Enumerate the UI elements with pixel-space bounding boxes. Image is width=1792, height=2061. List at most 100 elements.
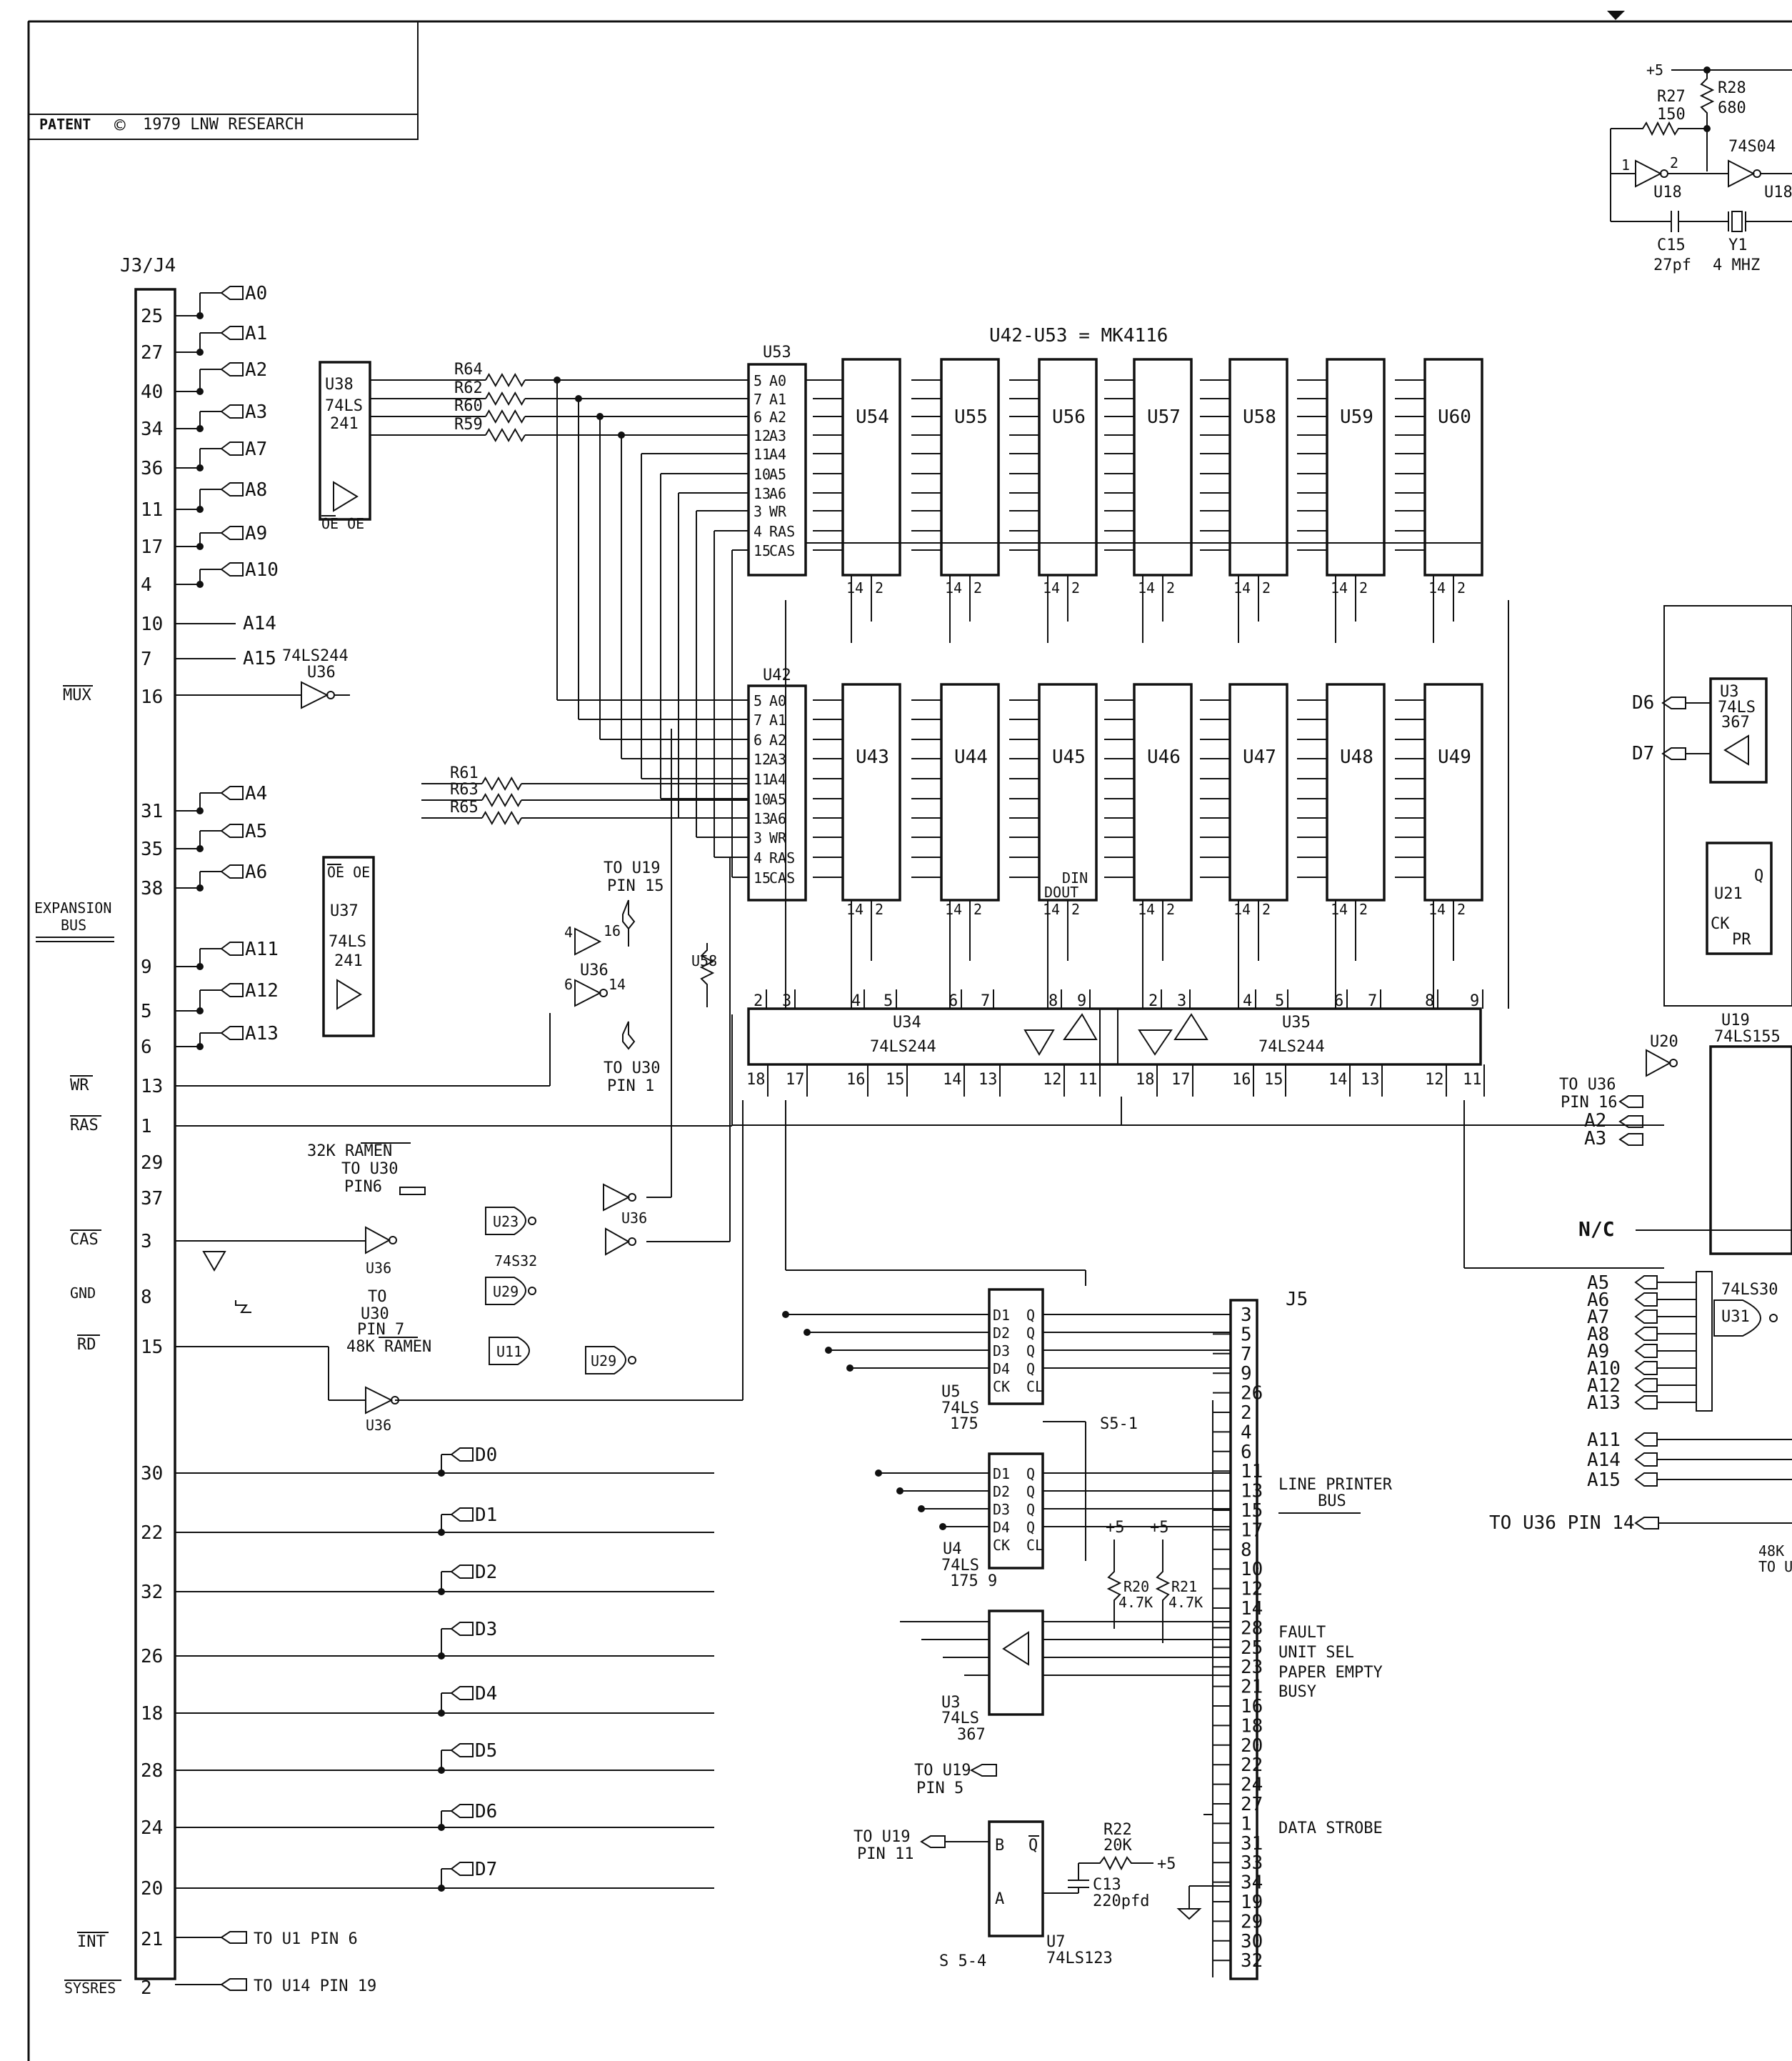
svg-text:PIN 16: PIN 16 (1561, 1094, 1617, 1112)
gnd-label: GND (70, 1284, 96, 1302)
svg-text:A2: A2 (1584, 1110, 1606, 1132)
svg-text:2: 2 (1457, 579, 1466, 597)
j3j4-body (134, 288, 176, 1980)
svg-text:2: 2 (1166, 901, 1175, 918)
svg-text:2: 2 (1071, 901, 1080, 918)
svg-text:3: 3 (1177, 992, 1186, 1010)
svg-text:U23: U23 (493, 1213, 519, 1230)
j5-pin-21: 21 (1241, 1677, 1263, 1698)
addr-flag-A14: A14 (243, 613, 276, 634)
svg-text:14: 14 (846, 901, 864, 918)
svg-text:U43: U43 (856, 747, 889, 768)
svg-text:LINE PRINTER: LINE PRINTER (1278, 1476, 1393, 1494)
resistor-r62: R62 (454, 379, 483, 397)
rd-label: RD (77, 1336, 96, 1354)
connector-j3j4: J3/J4 2527403436111741071631353895613129… (34, 255, 376, 1999)
svg-text:C13: C13 (1093, 1876, 1121, 1894)
j5-pin-8: 8 (1241, 1539, 1252, 1561)
svg-text:U30: U30 (361, 1305, 389, 1323)
svg-text:R20: R20 (1123, 1578, 1149, 1595)
data-flag-D6: D6 (475, 1801, 497, 1822)
svg-text:74LS: 74LS (941, 1399, 979, 1417)
svg-text:A3: A3 (1584, 1128, 1606, 1149)
svg-text:TO U19: TO U19 (604, 859, 660, 877)
svg-text:3: 3 (754, 503, 762, 520)
svg-text:2: 2 (875, 901, 884, 918)
svg-text:74LS244: 74LS244 (282, 647, 349, 665)
j5-pin-3: 3 (1241, 1304, 1252, 1326)
addr-flag-A0: A0 (245, 283, 267, 304)
wr-label: WR (70, 1077, 89, 1094)
buffer-u36-mux: 74LS244 U36 (175, 647, 350, 709)
mux-label: MUX (63, 687, 91, 704)
j5-pin-30: 30 (1241, 1931, 1263, 1952)
u5-d4: D4 (993, 1360, 1010, 1377)
copyright-symbol: © (114, 115, 126, 136)
svg-text:2: 2 (973, 901, 982, 918)
ram-header: U42-U53 = MK4116 (989, 325, 1168, 346)
svg-text:12: 12 (754, 427, 771, 444)
svg-text:74LS: 74LS (329, 933, 366, 951)
svg-text:12: 12 (1043, 1071, 1062, 1089)
j5-pin-6: 6 (1241, 1442, 1252, 1463)
u42-pin-cas: CAS (769, 869, 795, 887)
svg-text:U29: U29 (591, 1352, 616, 1369)
svg-text:6: 6 (754, 409, 762, 426)
u4-d3: D3 (993, 1501, 1010, 1518)
svg-text:TO U36: TO U36 (1559, 1076, 1616, 1094)
svg-text:241: 241 (330, 415, 359, 433)
j5-body (1229, 1299, 1258, 1980)
svg-text:13: 13 (1361, 1071, 1380, 1089)
ram-u58 (1228, 358, 1288, 577)
svg-text:14: 14 (1138, 901, 1155, 918)
u42-pin-a3: A3 (769, 751, 786, 768)
svg-text:D7: D7 (1632, 743, 1654, 764)
svg-text:U42: U42 (763, 667, 791, 684)
data-flag-D1: D1 (475, 1504, 497, 1526)
u53-pin-a6: A6 (769, 485, 786, 502)
svg-text:Q: Q (1026, 1307, 1035, 1324)
addr-flag-A15: A15 (243, 648, 276, 669)
svg-text:U57: U57 (1147, 406, 1181, 428)
svg-text:B: B (995, 1837, 1004, 1855)
svg-text:U59: U59 (1340, 406, 1373, 428)
patent-label: PATENT (39, 116, 91, 133)
addr-flag-A13: A13 (245, 1023, 279, 1044)
svg-text:16: 16 (846, 1071, 866, 1089)
registration-mark-icon (1607, 11, 1625, 20)
svg-text:367: 367 (957, 1726, 986, 1744)
j5-pin-22: 22 (1241, 1755, 1263, 1776)
u42-pin-a0: A0 (769, 692, 786, 709)
printer-u4 (988, 1452, 1044, 1570)
u53-pin-a1: A1 (769, 391, 786, 408)
svg-text:175 9: 175 9 (950, 1572, 997, 1590)
u53-pin-a5: A5 (769, 466, 786, 483)
right-addr-A10: A10 (1587, 1358, 1621, 1379)
ram-u42 (747, 684, 807, 902)
right-addr-A13: A13 (1587, 1392, 1621, 1414)
j3j4-pin-21: 21 (141, 1929, 163, 1950)
svg-text:U4: U4 (943, 1540, 962, 1558)
svg-text:7: 7 (1368, 992, 1377, 1010)
svg-text:PIN 5: PIN 5 (916, 1780, 963, 1797)
right-addr-A11: A11 (1587, 1429, 1621, 1451)
j5-pin-25: 25 (1241, 1637, 1263, 1659)
svg-text:CK: CK (1711, 915, 1730, 933)
svg-text:17: 17 (786, 1071, 805, 1089)
svg-text:3: 3 (782, 992, 791, 1010)
svg-text:13: 13 (978, 1071, 998, 1089)
svg-text:S5-1: S5-1 (1100, 1415, 1138, 1433)
svg-text:PAPER EMPTY: PAPER EMPTY (1278, 1664, 1383, 1682)
svg-text:PIN 7: PIN 7 (357, 1321, 404, 1339)
j5-pin-33: 33 (1241, 1852, 1263, 1874)
svg-text:TO U30: TO U30 (604, 1059, 660, 1077)
j3j4-pin-24: 24 (141, 1817, 163, 1839)
osc-supply: +5 (1646, 61, 1663, 79)
ram-u47 (1228, 683, 1288, 902)
addr-flag-A3: A3 (245, 401, 267, 423)
svg-text:5: 5 (1275, 992, 1284, 1010)
svg-text:13: 13 (754, 485, 771, 502)
svg-text:TO U19: TO U19 (854, 1828, 910, 1846)
j3j4-label: J3/J4 (120, 255, 176, 276)
svg-text:18: 18 (1136, 1071, 1155, 1089)
